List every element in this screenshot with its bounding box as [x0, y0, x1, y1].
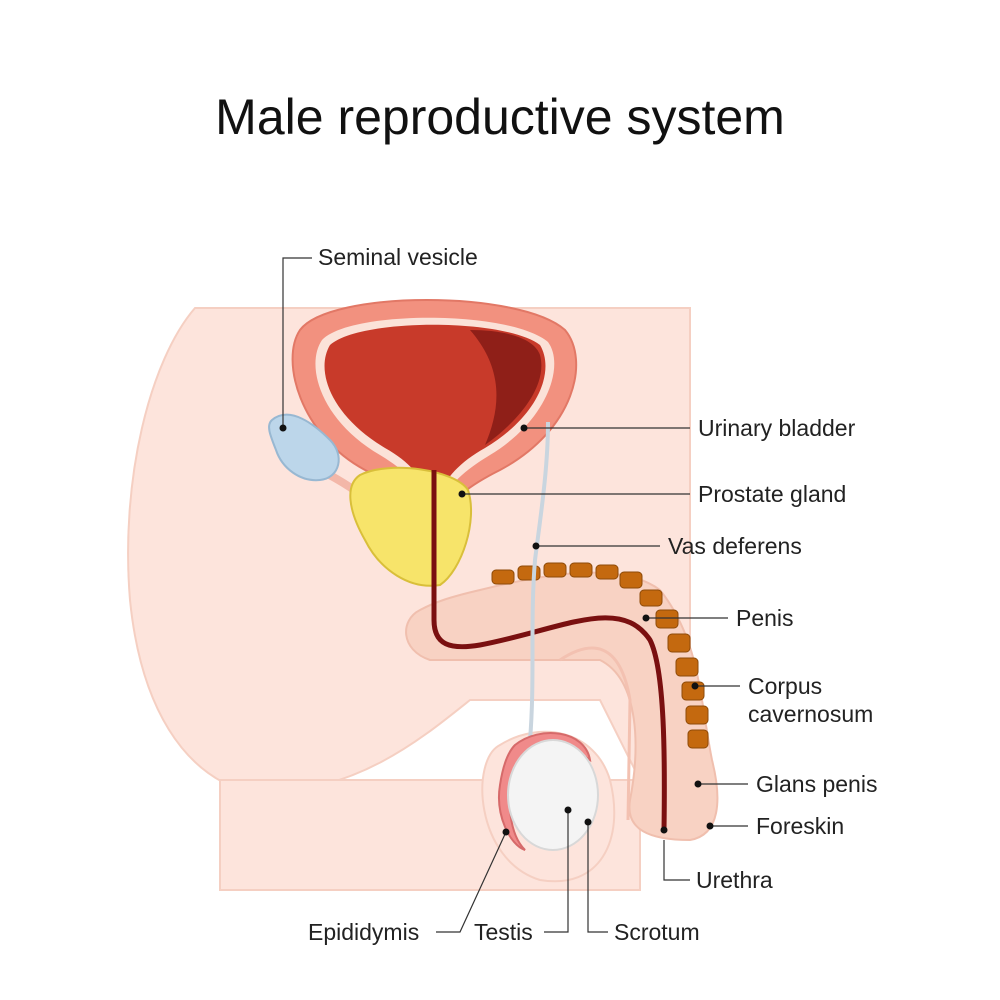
leader-testis	[544, 810, 569, 933]
leader-scrotum	[587, 822, 608, 933]
label-foreskin: Foreskin	[756, 813, 845, 839]
label-scrotum: Scrotum	[614, 919, 700, 945]
label-penis: Penis	[736, 605, 794, 631]
label-corpus-cavernosum-line1: Corpus	[748, 673, 823, 699]
leader-lines	[282, 257, 748, 933]
leader-seminal-vesicle	[282, 257, 312, 428]
page-title: Male reproductive system	[215, 89, 785, 145]
seminal-vesicle-shape	[268, 413, 340, 482]
bladder-muscle	[324, 324, 546, 498]
label-urethra: Urethra	[696, 867, 773, 893]
label-testis: Testis	[474, 919, 533, 945]
bladder-muscle-shade	[470, 330, 542, 445]
leader-urethra	[663, 840, 690, 881]
label-epididymis: Epididymis	[308, 919, 420, 945]
label-prostate-gland: Prostate gland	[698, 481, 847, 507]
label-vas-deferens: Vas deferens	[668, 533, 802, 559]
testis-shape	[507, 739, 599, 851]
penis-inner	[559, 646, 632, 821]
leader-dots	[279, 424, 714, 836]
urethra-path	[431, 470, 667, 831]
label-glans-penis: Glans penis	[756, 771, 878, 797]
label-seminal-vesicle: Seminal vesicle	[318, 244, 478, 270]
label-corpus-cavernosum-line2: cavernosum	[748, 701, 874, 727]
label-urinary-bladder: Urinary bladder	[698, 415, 856, 441]
corpus-cavernosum-shape	[491, 562, 709, 749]
leader-epididymis	[436, 831, 507, 933]
